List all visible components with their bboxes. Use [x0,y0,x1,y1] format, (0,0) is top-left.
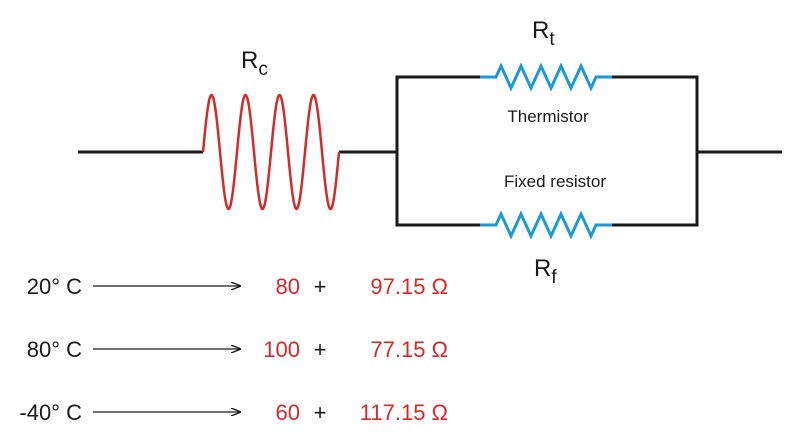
temperature-label: 20° C [27,274,82,299]
coil-resistor-rc [201,93,341,211]
temperature-row: -40° C 60 + 117.15 Ω [19,400,448,425]
fixed-resistor-label: Fixed resistor [504,172,606,191]
thermistor-label: Thermistor [507,107,589,126]
rc-value: 60 [276,400,300,425]
plus-sign: + [314,337,327,362]
rc-value: 80 [276,274,300,299]
rf-label: Rf [534,255,557,288]
rc-label: Rc [241,47,268,80]
temperature-row: 20° C 80 + 97.15 Ω [27,274,448,299]
thermistor-resistor-rt [480,62,612,92]
plus-sign: + [314,400,327,425]
parallel-value: 97.15 Ω [370,274,448,299]
rc-value: 100 [263,337,300,362]
plus-sign: + [314,274,327,299]
parallel-value: 117.15 Ω [360,400,448,425]
temperature-label: 80° C [27,337,82,362]
temperature-row: 80° C 100 + 77.15 Ω [27,337,448,362]
parallel-branch-wires [395,75,699,227]
temperature-label: -40° C [19,400,82,425]
rt-label: Rt [532,17,555,50]
fixed-resistor-rf [480,210,612,240]
parallel-value: 77.15 Ω [370,337,448,362]
